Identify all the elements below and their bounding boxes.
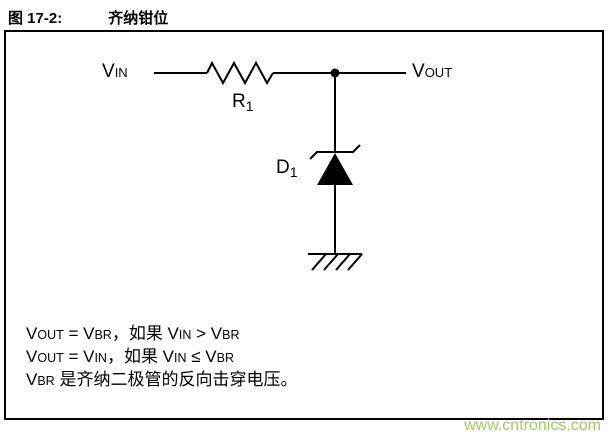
vin-main: V xyxy=(102,61,115,82)
zener-cathode-bar xyxy=(309,144,361,160)
zener-diode-triangle xyxy=(317,153,353,185)
figure-number: 图 17-2: xyxy=(8,10,63,27)
zener-clamp-schematic xyxy=(154,60,406,271)
vin-label: VIN xyxy=(102,62,128,81)
d1-label: D1 xyxy=(276,158,298,179)
d1-sub: 1 xyxy=(289,164,298,180)
resistor-symbol xyxy=(206,60,274,86)
vin-sub: IN xyxy=(114,65,128,80)
ground-symbol xyxy=(308,253,363,271)
vout-main: V xyxy=(412,61,425,82)
r1-sub: 1 xyxy=(245,98,254,114)
equations-block: VOUT = VBR，如果 VIN > VBR VOUT = VIN，如果 VI… xyxy=(26,323,297,392)
vout-label: VOUT xyxy=(412,62,452,81)
vout-sub: OUT xyxy=(424,65,453,80)
r1-main: R xyxy=(232,91,246,112)
equation-line-3: VBR 是齐纳二极管的反向击穿电压。 xyxy=(26,370,298,389)
figure-box: VIN VOUT R1 D1 VOUT = VBR，如果 VIN > VBR V… xyxy=(4,30,604,420)
equation-line-2: VOUT = VIN，如果 VIN ≤ VBR xyxy=(26,347,235,366)
d1-main: D xyxy=(276,157,290,178)
watermark: www.cntronics.com xyxy=(464,417,601,434)
figure-header: 图 17-2: 齐纳钳位 xyxy=(8,7,168,28)
equation-line-1: VOUT = VBR，如果 VIN > VBR xyxy=(26,324,240,343)
figure-title: 齐纳钳位 xyxy=(108,10,169,27)
r1-label: R1 xyxy=(232,92,254,113)
